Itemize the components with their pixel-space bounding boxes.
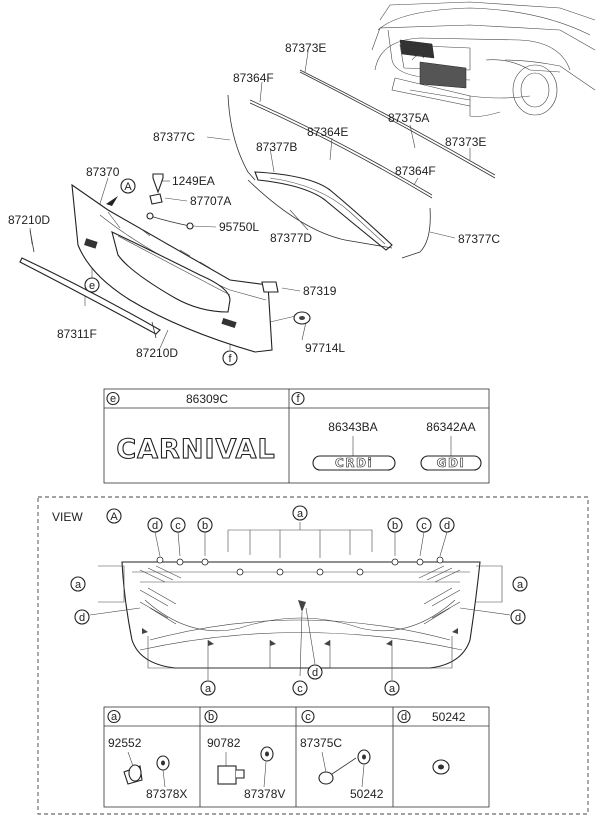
fastener-table: a b c d 92552 87378X 90782 87378V 87375C (103, 706, 490, 808)
callout-87377C-left: 87377C (153, 130, 195, 144)
callout-95750L: 95750L (219, 220, 259, 234)
emblem-f-part1: 86343BA (328, 420, 377, 434)
view-a-marker: A (124, 181, 132, 193)
svg-text:c: c (421, 520, 427, 532)
tailgate-garnish-87370 (71, 183, 273, 353)
callout-87377B: 87377B (256, 140, 297, 154)
fastener-b-part1: 90782 (207, 736, 241, 750)
view-a-marker-circle (120, 178, 136, 194)
svg-text:d: d (152, 520, 158, 532)
carnival-emblem: CARNIVAL (116, 434, 275, 465)
callout-87311F: 87311F (57, 327, 97, 341)
callout-87373E-right: 87373E (445, 135, 486, 149)
callout-87364E: 87364E (307, 125, 348, 139)
fastener-c-part2: 50242 (350, 787, 384, 801)
callout-87210D-left: 87210D (8, 213, 50, 227)
svg-text:b: b (202, 520, 208, 532)
fastener-d-part1: 50242 (432, 710, 466, 724)
svg-text:a: a (75, 579, 82, 591)
svg-text:d: d (444, 520, 450, 532)
fastener-c-letter: c (305, 711, 311, 723)
callout-87210D-bottom: 87210D (136, 346, 178, 360)
letter-e: e (89, 280, 95, 292)
emblem-f-part2: 86342AA (426, 420, 475, 434)
fastener-c-part1: 87375C (300, 736, 342, 750)
part-labels: 87373E 87364F 87375A 87373E 87377C 87364… (8, 41, 500, 366)
lower-strip-87311F (19, 229, 161, 339)
fastener-a-part1: 92552 (108, 736, 142, 750)
svg-text:d: d (79, 612, 85, 624)
view-a-title-marker: A (110, 511, 118, 523)
svg-text:a: a (205, 683, 212, 695)
svg-text:d: d (515, 612, 521, 624)
svg-text:a: a (389, 683, 396, 695)
fastener-a-part2: 87378X (146, 787, 187, 801)
fastener-d-letter: d (401, 711, 407, 723)
molding-strips (227, 69, 496, 259)
crdi-emblem: CRDi (335, 456, 373, 470)
callout-87377C-right: 87377C (458, 232, 500, 246)
svg-text:a: a (297, 508, 304, 520)
view-a-letters: a d c b b c d a a d d d c a a (70, 505, 528, 696)
emblem-e-part: 86309C (186, 392, 228, 406)
view-a-panel: VIEW A (37, 496, 589, 815)
callout-87319: 87319 (303, 284, 337, 298)
emblem-f-letter: f (296, 393, 300, 405)
gdi-emblem: GDI (437, 456, 466, 470)
svg-text:c: c (297, 683, 303, 695)
view-a-title: VIEW (52, 510, 83, 524)
fastener-a-letter: a (111, 711, 118, 723)
small-parts (106, 173, 311, 325)
callout-1249EA: 1249EA (172, 174, 215, 188)
callout-87375A: 87375A (388, 111, 429, 125)
emblem-e-letter: e (110, 393, 116, 405)
fastener-b-letter: b (208, 711, 214, 723)
car-rear-illustration (371, 1, 596, 117)
svg-text:d: d (312, 667, 318, 679)
svg-text:b: b (392, 520, 398, 532)
callout-87370: 87370 (86, 165, 120, 179)
emblem-table: e f 86309C CARNIVAL 86343BA 86342AA CRDi… (103, 388, 490, 484)
letter-f: f (228, 353, 232, 365)
callout-87364F-top: 87364F (233, 71, 274, 85)
callout-87377D: 87377D (270, 231, 312, 245)
svg-text:a: a (517, 579, 524, 591)
callout-97714L: 97714L (305, 341, 345, 355)
fastener-b-part2: 87378V (244, 787, 285, 801)
svg-text:c: c (175, 520, 181, 532)
callout-87364F-right: 87364F (395, 164, 436, 178)
callout-87373E-top: 87373E (285, 41, 326, 55)
callout-87707A: 87707A (190, 194, 231, 208)
